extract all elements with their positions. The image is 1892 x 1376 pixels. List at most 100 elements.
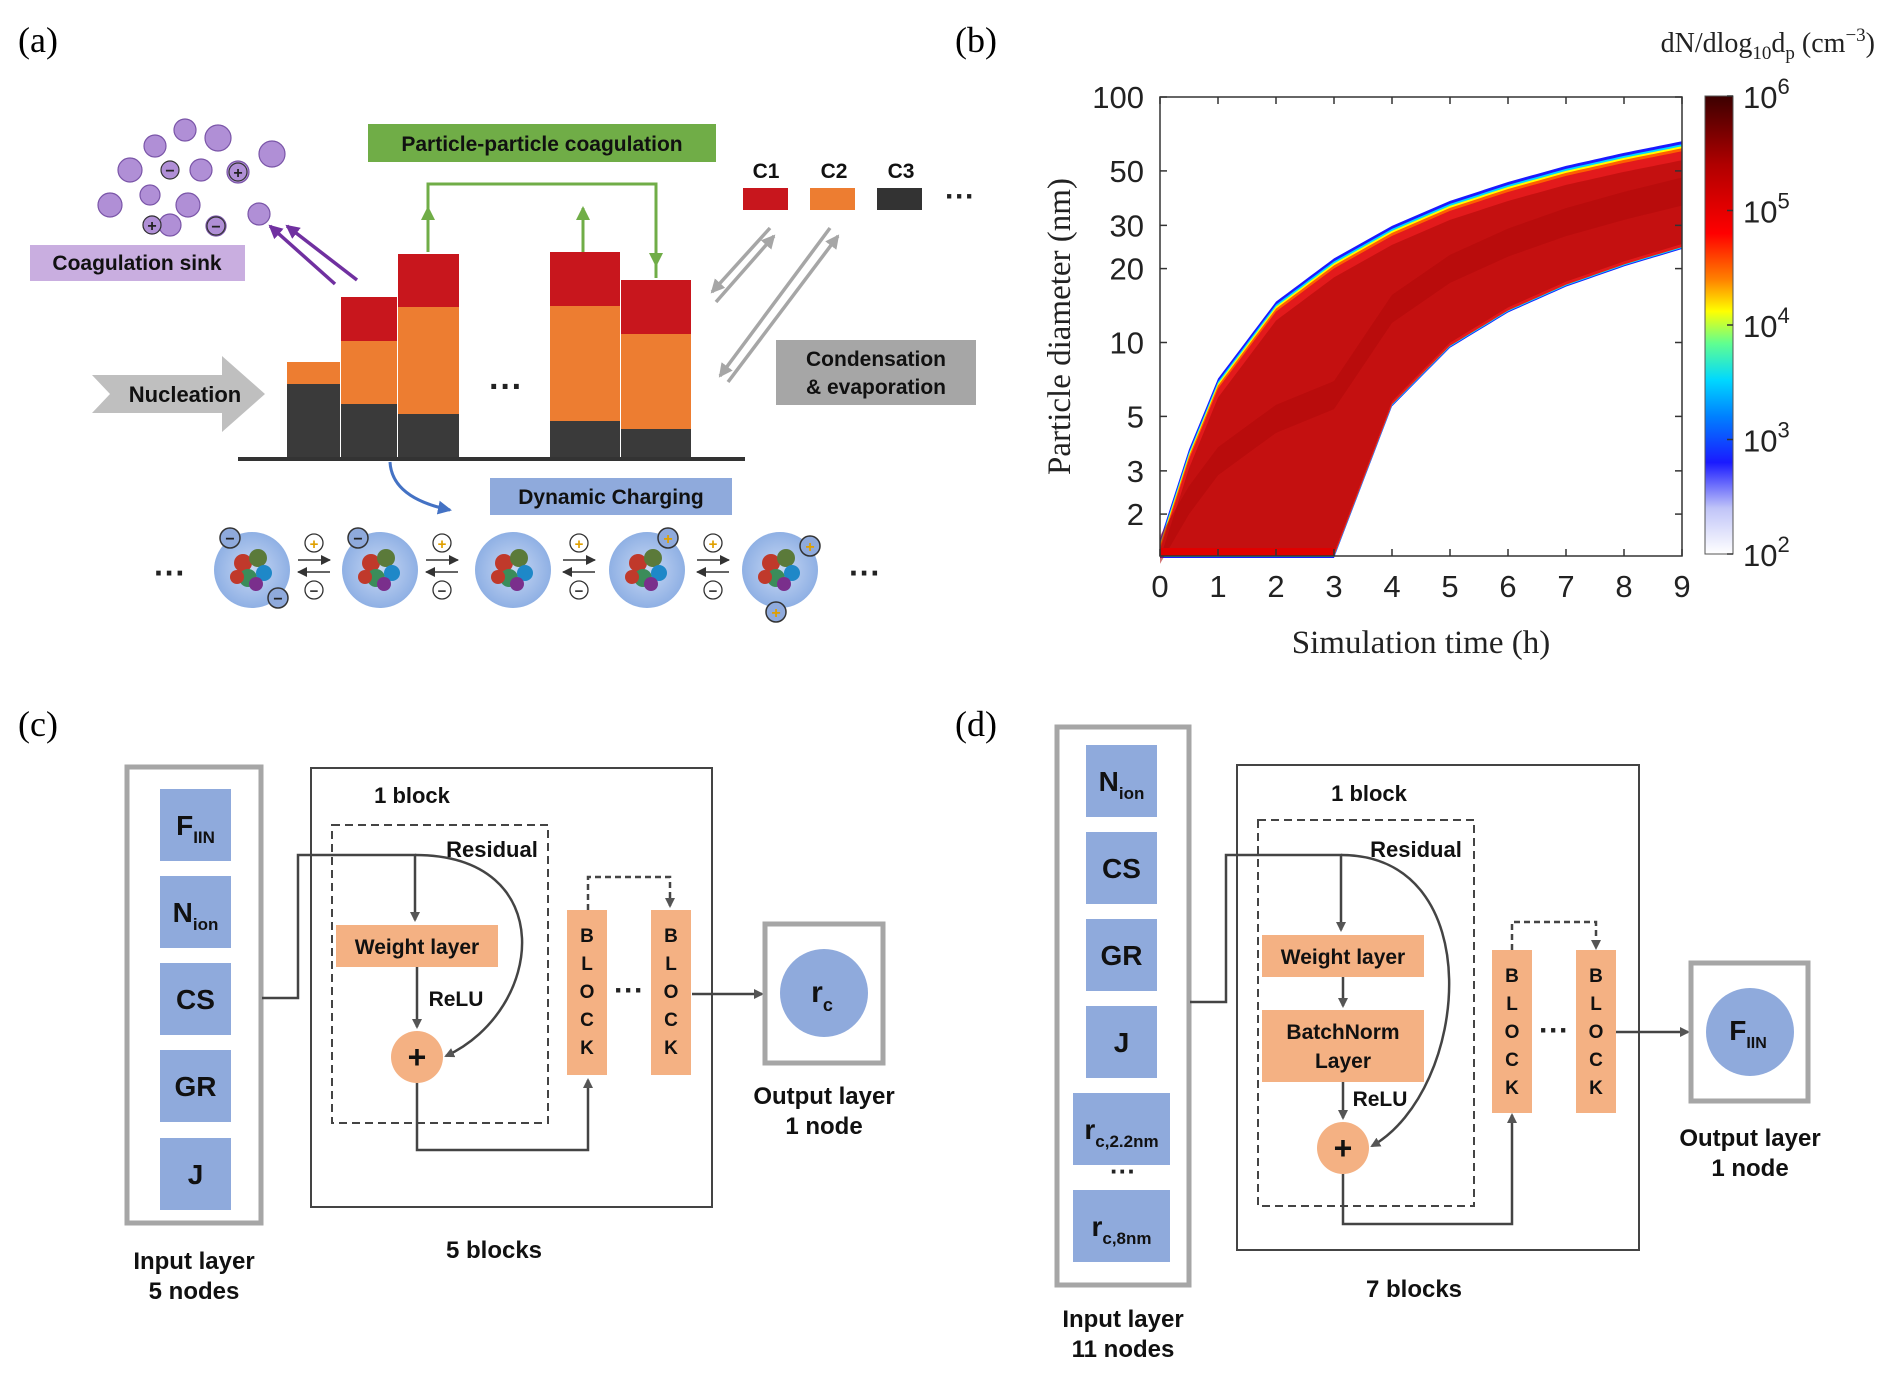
x-tick-label: 2 xyxy=(1267,569,1284,604)
svg-text:−: − xyxy=(273,591,282,608)
input-node-label: J xyxy=(188,1159,204,1190)
svg-text:−: − xyxy=(353,531,362,548)
d-residual-label: Residual xyxy=(1370,837,1462,862)
d-blocks-ellipsis: ··· xyxy=(1539,1014,1569,1047)
d-input-label-2: 11 nodes xyxy=(1072,1336,1175,1363)
input-node xyxy=(160,1050,231,1122)
svg-text:+: + xyxy=(438,536,447,553)
block-letter: B xyxy=(580,926,594,947)
legend-c3-label: C3 xyxy=(888,160,915,183)
panel-c-letter: (c) xyxy=(18,704,58,744)
svg-text:−: − xyxy=(211,219,220,236)
d-relu-label: ReLU xyxy=(1353,1088,1408,1111)
particle-coagulation-box xyxy=(368,124,716,162)
d-add-node xyxy=(1317,1122,1369,1174)
dynamic-charging-label: Dynamic Charging xyxy=(518,486,704,509)
block-letter: C xyxy=(664,1010,678,1031)
c-blocks-label: 5 blocks xyxy=(446,1237,542,1264)
legend-c2-swatch xyxy=(810,188,855,210)
block-letter: O xyxy=(664,982,679,1003)
coagulation-arrows xyxy=(421,182,663,278)
input-node-label: CS xyxy=(176,984,215,1015)
nucleation-strip xyxy=(1160,548,1334,556)
dynamic-charging-box xyxy=(490,478,732,515)
svg-text:−: − xyxy=(709,583,718,600)
c-relu-label: ReLU xyxy=(429,988,484,1011)
block-letter: K xyxy=(580,1038,594,1059)
input-node xyxy=(1073,1093,1170,1165)
condensation-label-1: Condensation xyxy=(806,348,946,371)
nucleation-label: Nucleation xyxy=(129,382,241,407)
legend-c3-swatch xyxy=(877,188,922,210)
panel-b-letter: (b) xyxy=(955,20,997,60)
block-letter: L xyxy=(665,954,677,975)
panel-d-letter: (d) xyxy=(955,704,997,744)
x-tick-label: 1 xyxy=(1209,569,1226,604)
d-block-first xyxy=(1492,950,1532,1113)
c-input-label-1: Input layer xyxy=(133,1248,254,1275)
x-tick-label: 7 xyxy=(1557,569,1574,604)
c-weight-layer-label: Weight layer xyxy=(355,936,479,959)
d-blocks-box xyxy=(1236,764,1640,1251)
d-batchnorm-label-2: Layer xyxy=(1315,1050,1371,1073)
colorbar-tick-label: 105 xyxy=(1743,189,1790,230)
coagulation-sink-box xyxy=(30,245,245,281)
input-node xyxy=(1086,1006,1157,1078)
c-connections xyxy=(262,853,764,1152)
cluster-3 xyxy=(475,532,551,608)
d-input-layer-box xyxy=(1054,724,1192,1288)
size-bins xyxy=(238,252,745,461)
d-connections xyxy=(1190,853,1690,1226)
c-residual-label: Residual xyxy=(446,837,538,862)
x-tick-label: 0 xyxy=(1151,569,1168,604)
block-letter: L xyxy=(1506,994,1518,1015)
c-input-label-2: 5 nodes xyxy=(149,1278,240,1305)
charging-ellipsis-right: ··· xyxy=(849,555,881,591)
x-tick-label: 8 xyxy=(1615,569,1632,604)
d-residual-box xyxy=(1257,819,1475,1207)
input-node xyxy=(160,1138,231,1210)
d-batchnorm-label-1: BatchNorm xyxy=(1286,1021,1399,1044)
c-output-label-2: 1 node xyxy=(785,1113,862,1140)
y-tick-label: 3 xyxy=(1127,454,1144,489)
condensation-box xyxy=(776,340,976,405)
y-axis-label: Particle diameter (nm) xyxy=(1042,178,1078,475)
c-block-title: 1 block xyxy=(374,783,451,808)
colorbar-tick-label: 106 xyxy=(1743,74,1790,115)
block-letter: O xyxy=(1589,1022,1604,1043)
c-add-node xyxy=(391,1031,443,1083)
composition-legend: C1 C2 C3 ··· xyxy=(743,160,975,213)
y-tick-label: 2 xyxy=(1127,497,1144,532)
c-weight-layer xyxy=(336,925,498,967)
cluster-2: − xyxy=(342,527,418,608)
input-node xyxy=(160,963,231,1035)
svg-text:−: − xyxy=(310,583,319,600)
svg-text:+: + xyxy=(233,165,242,182)
nucleation-arrow xyxy=(92,356,265,432)
x-tick-label: 6 xyxy=(1499,569,1516,604)
colorbar-tick-label: 103 xyxy=(1743,418,1790,459)
input-node xyxy=(160,876,231,948)
svg-text:−: − xyxy=(438,583,447,600)
x-tick-label: 9 xyxy=(1673,569,1690,604)
sink-particle-charges: − + + − xyxy=(142,160,248,236)
plot-frame xyxy=(1159,96,1683,557)
input-node-label: GR xyxy=(1101,940,1143,971)
svg-text:+: + xyxy=(805,539,814,556)
d-inputs-ellipsis: ··· xyxy=(1110,1156,1136,1186)
y-tick-label: 5 xyxy=(1127,399,1144,434)
svg-text:−: − xyxy=(225,531,234,548)
block-letter: B xyxy=(664,926,678,947)
cluster-5: + + xyxy=(742,532,821,623)
y-tick-label: 50 xyxy=(1110,154,1144,189)
colorbar-tick-label: 102 xyxy=(1743,532,1790,573)
block-letter: C xyxy=(1589,1050,1603,1071)
d-weight-layer xyxy=(1262,935,1424,977)
d-weight-layer-label: Weight layer xyxy=(1281,946,1405,969)
colorbar-tick-label: 104 xyxy=(1743,303,1790,344)
d-block-last xyxy=(1576,950,1616,1113)
